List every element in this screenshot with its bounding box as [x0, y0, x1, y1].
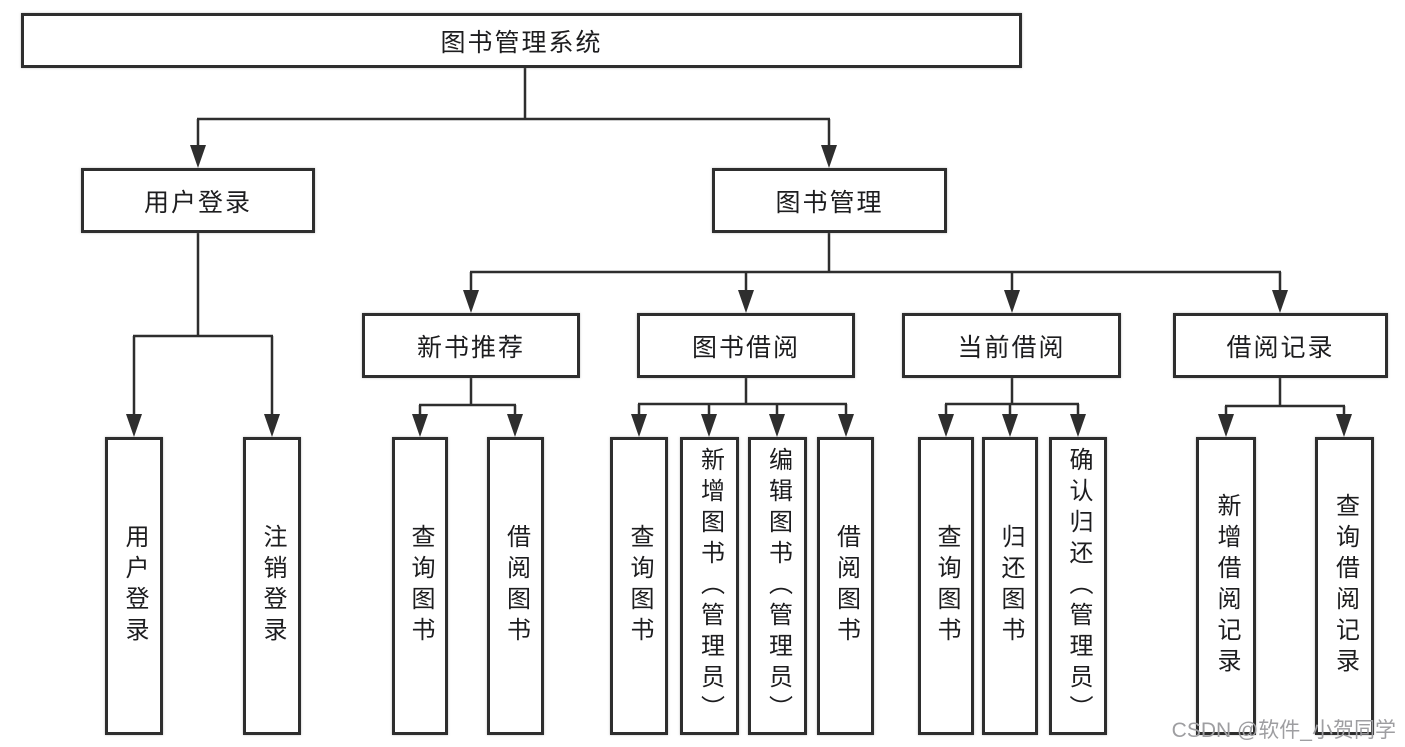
- node-user-login: 用户登录: [81, 168, 315, 233]
- leaf-cb-query-book-label: 查询图书: [933, 524, 960, 648]
- node-borrow-records: 借阅记录: [1173, 313, 1388, 378]
- node-new-book-recommend: 新书推荐: [362, 313, 580, 378]
- leaf-cb-confirm-return-label: 确认归还（管理员）: [1065, 446, 1092, 726]
- leaf-br-query-record: 查询借阅记录: [1315, 437, 1374, 735]
- leaf-bb-add-book: 新增图书（管理员）: [680, 437, 739, 735]
- node-root: 图书管理系统: [21, 13, 1022, 68]
- leaf-rec-query-book: 查询图书: [392, 437, 448, 735]
- leaf-logout-label: 注销登录: [259, 524, 286, 648]
- leaf-rec-borrow-book: 借阅图书: [487, 437, 544, 735]
- leaf-br-query-record-label: 查询借阅记录: [1331, 493, 1359, 679]
- leaf-cb-return-book-label: 归还图书: [997, 524, 1024, 648]
- leaf-rec-query-book-label: 查询图书: [407, 524, 434, 648]
- leaf-bb-edit-book: 编辑图书（管理员）: [748, 437, 807, 735]
- leaf-user-login: 用户登录: [105, 437, 163, 735]
- leaf-logout: 注销登录: [243, 437, 301, 735]
- leaf-user-login-label: 用户登录: [121, 524, 148, 648]
- arrowheads: [126, 145, 1352, 437]
- node-book-borrow: 图书借阅: [637, 313, 855, 378]
- leaf-bb-borrow-book: 借阅图书: [817, 437, 874, 735]
- leaf-cb-query-book: 查询图书: [918, 437, 974, 735]
- node-book-management: 图书管理: [712, 168, 947, 233]
- leaf-rec-borrow-book-label: 借阅图书: [502, 524, 530, 648]
- leaf-bb-edit-book-label: 编辑图书（管理员）: [764, 446, 792, 726]
- leaf-cb-confirm-return: 确认归还（管理员）: [1049, 437, 1107, 735]
- leaf-bb-query-book: 查询图书: [610, 437, 668, 735]
- leaf-bb-add-book-label: 新增图书（管理员）: [696, 446, 724, 726]
- node-current-borrow: 当前借阅: [902, 313, 1121, 378]
- leaf-br-add-record-label: 新增借阅记录: [1213, 493, 1240, 679]
- leaf-cb-return-book: 归还图书: [982, 437, 1038, 735]
- leaf-br-add-record: 新增借阅记录: [1196, 437, 1256, 735]
- leaf-bb-borrow-book-label: 借阅图书: [832, 524, 860, 648]
- leaf-bb-query-book-label: 查询图书: [626, 524, 653, 648]
- csdn-watermark: CSDN @软件_小贺同学: [1171, 719, 1396, 742]
